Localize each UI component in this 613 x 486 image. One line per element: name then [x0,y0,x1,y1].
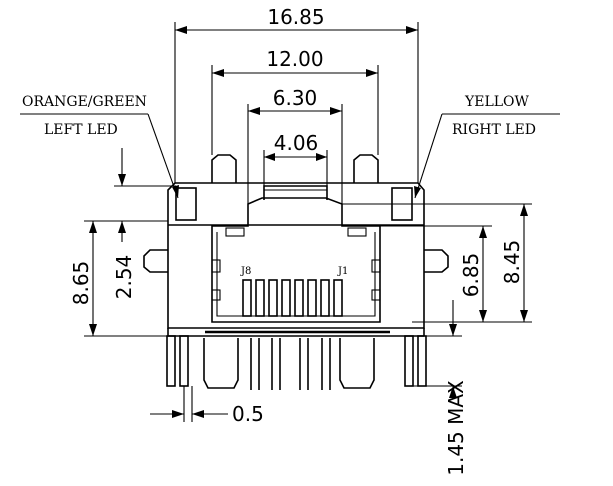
plug-opening [211,197,381,323]
right-led-label-line2: RIGHT LED [452,122,536,138]
pin-label-j8: J8 [240,266,251,277]
left-led-label-line2: LEFT LED [44,122,118,138]
dimension-total-height: 8.45 [342,203,532,323]
dim-text-total-height: 8.45 [500,240,524,285]
dim-text-opening-width: 6.30 [273,86,318,110]
dim-text-inner-width: 12.00 [266,47,323,71]
dimension-opening-height: 6.85 [380,225,492,323]
contact-finger [294,279,304,317]
dimension-inner-width: 12.00 [211,47,379,155]
dim-text-led-offset: 2.54 [112,255,136,300]
left-led-window [175,187,197,221]
left-led-callout: ORANGE/GREEN LEFT LED [20,94,179,199]
contact-finger [242,279,252,317]
dimension-pin-width: 0.5 [150,386,264,426]
dimension-led-offset: 2.54 [112,148,176,299]
dimension-latch-width: 4.06 [263,131,328,186]
contact-finger [268,279,278,317]
contact-finger [333,279,343,317]
dimension-opening-width: 6.30 [247,86,343,204]
pin-label-j1: J1 [337,266,348,277]
pcb-pins [166,335,427,390]
dimension-body-height: 8.65 [69,220,168,337]
contact-finger [307,279,317,317]
right-led-label-line1: YELLOW [464,94,530,110]
connector-body: J8 J1 [143,154,449,337]
contact-finger [320,279,330,317]
dim-text-pin-width: 0.5 [232,402,264,426]
dim-text-overall-width: 16.85 [267,5,324,29]
dim-text-opening-height: 6.85 [459,253,483,298]
dimension-pin-standoff: 1.45 MAX [405,300,468,476]
contact-finger [281,279,291,317]
right-led-callout: YELLOW RIGHT LED [414,94,560,199]
contact-pins [242,279,343,317]
left-led-label-line1: ORANGE/GREEN [22,94,147,110]
dim-text-latch-width: 4.06 [274,131,319,155]
contact-finger [255,279,265,317]
dimension-overall-width: 16.85 [174,5,419,183]
dim-text-pin-standoff: 1.45 MAX [444,380,468,476]
dim-text-body-height: 8.65 [69,261,93,306]
